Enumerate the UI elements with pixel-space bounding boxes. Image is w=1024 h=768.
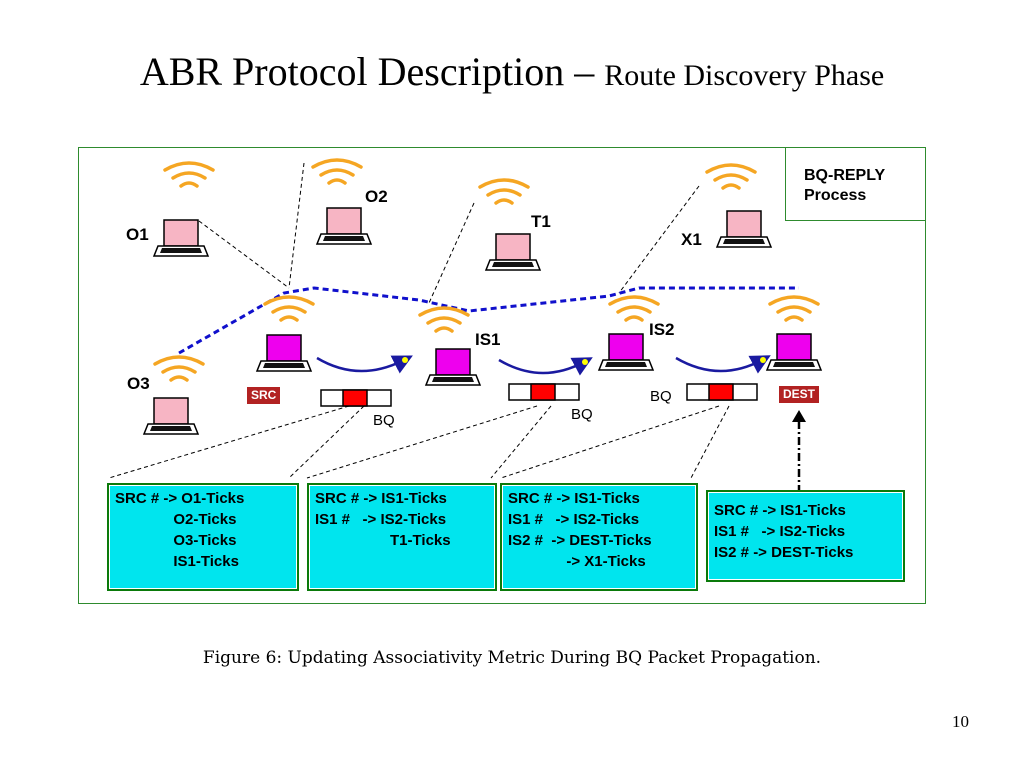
- reply-line: Process: [804, 187, 867, 204]
- link-lines: [108, 162, 730, 479]
- ticks-line: IS1 # -> IS2-Ticks: [714, 523, 846, 540]
- ticks-line: SRC # -> O1-Ticks: [115, 490, 245, 507]
- ticks-line: IS2 # -> DEST-Ticks: [508, 532, 652, 549]
- wave-icon: [608, 295, 660, 322]
- ticks-box-dest: SRC # -> IS1-Ticks IS1 # -> IS2-Ticks IS…: [706, 490, 905, 582]
- node-label-is1: IS1: [475, 330, 501, 349]
- laptop-o2-icon: [316, 207, 372, 245]
- wave-icon: [311, 158, 363, 185]
- dest-tag: DEST: [779, 386, 820, 403]
- ticks-line: IS1-Ticks: [115, 553, 239, 570]
- wave-icon: [705, 163, 757, 190]
- title-main: ABR Protocol Description –: [139, 49, 605, 94]
- reply-line: BQ-REPLY: [804, 167, 886, 184]
- bq-label: BQ: [373, 412, 395, 429]
- wave-icon: [153, 355, 205, 382]
- arrow-spark-icons: [402, 357, 766, 365]
- reply-arrowhead-icon: [792, 410, 806, 422]
- bq-reply-box: BQ-REPLY Process: [785, 148, 925, 221]
- wave-icon: [768, 295, 820, 322]
- ticks-line: -> X1-Ticks: [508, 553, 646, 570]
- ticks-box-src: SRC # -> O1-Ticks O2-Ticks O3-Ticks IS1-…: [107, 483, 299, 591]
- node-label-o1: O1: [126, 225, 149, 244]
- figure-caption: Figure 6: Updating Associativity Metric …: [202, 648, 822, 668]
- forward-arrows: [316, 355, 771, 376]
- ticks-line: SRC # -> IS1-Ticks: [315, 490, 447, 507]
- laptop-x1-icon: [716, 210, 772, 248]
- laptop-o3-icon: [143, 397, 199, 435]
- ticks-line: IS2 # -> DEST-Ticks: [714, 544, 854, 561]
- bq-label: BQ: [571, 406, 593, 423]
- ticks-line: T1-Ticks: [315, 532, 451, 549]
- page-number: 10: [952, 712, 969, 731]
- laptop-dest-icon: [766, 333, 822, 371]
- wave-icon: [263, 295, 315, 322]
- slide-title: ABR Protocol Description – Route Discove…: [0, 48, 1024, 95]
- ticks-box-is2: SRC # -> IS1-Ticks IS1 # -> IS2-Ticks IS…: [500, 483, 698, 591]
- wave-icon: [418, 306, 470, 333]
- ticks-line: O2-Ticks: [115, 511, 237, 528]
- route-path: [178, 286, 799, 355]
- node-label-is2: IS2: [649, 320, 675, 339]
- wave-icon: [163, 161, 215, 188]
- node-label-t1: T1: [531, 212, 551, 231]
- ticks-line: SRC # -> IS1-Ticks: [714, 502, 846, 519]
- node-label-o3: O3: [127, 374, 150, 393]
- laptop-o1-icon: [153, 219, 209, 257]
- ticks-line: IS1 # -> IS2-Ticks: [315, 511, 447, 528]
- diagram-graphics: [108, 158, 822, 493]
- laptop-is2-icon: [598, 333, 654, 371]
- ticks-line: IS1 # -> IS2-Ticks: [508, 511, 640, 528]
- laptop-is1-icon: [425, 348, 481, 386]
- laptop-src-icon: [256, 334, 312, 372]
- ticks-line: SRC # -> IS1-Ticks: [508, 490, 640, 507]
- laptop-t1-icon: [485, 233, 541, 271]
- wave-icon: [478, 178, 530, 205]
- ticks-line: O3-Ticks: [115, 532, 237, 549]
- ticks-box-is1: SRC # -> IS1-Ticks IS1 # -> IS2-Ticks T1…: [307, 483, 497, 591]
- node-label-x1: X1: [681, 230, 702, 249]
- bq-packets: [320, 383, 758, 407]
- src-tag: SRC: [247, 387, 281, 404]
- bq-label: BQ: [650, 388, 672, 405]
- network-diagram: BQ-REPLY Process O1 O2 T1 X1 O3 IS1 IS2 …: [78, 147, 926, 604]
- node-label-o2: O2: [365, 187, 388, 206]
- title-sub: Route Discovery Phase: [604, 59, 885, 92]
